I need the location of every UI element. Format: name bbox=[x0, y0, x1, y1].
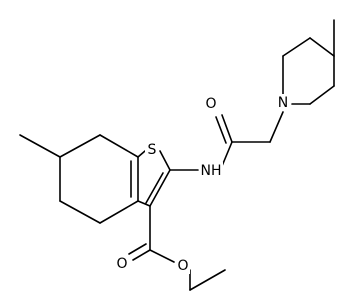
bond-c3p-c4p bbox=[309, 37, 335, 57]
bond-c5p-c6p bbox=[309, 85, 335, 105]
thiophene-ring-bonds bbox=[130, 150, 171, 207]
bond-s-c2 bbox=[159, 150, 171, 171]
bond-c5-c4 bbox=[59, 200, 101, 224]
cyclohexene-ring-bonds bbox=[19, 134, 139, 224]
bond-ester-c-o-double-2 bbox=[128, 243, 147, 255]
bond-c6-c7 bbox=[59, 134, 101, 158]
atom-label-sulfur: S bbox=[148, 142, 157, 158]
bond-c7-c7a bbox=[99, 134, 139, 158]
atom-label-piperidine-nitrogen: N bbox=[278, 95, 288, 111]
bond-carbonyl-o-double bbox=[215, 116, 227, 144]
bond-c2-c3 bbox=[149, 169, 171, 207]
bond-c4-c3a bbox=[99, 200, 139, 224]
bond-ethyl-ch2-ch3 bbox=[189, 269, 226, 291]
bond-c3-c3a bbox=[137, 200, 151, 207]
bond-carbonyl-o bbox=[221, 114, 233, 143]
bond-ch2-n bbox=[269, 111, 284, 143]
bond-c6-methyl bbox=[19, 134, 61, 158]
bond-ester-c-o-double bbox=[132, 249, 151, 261]
atom-label-amide-oxygen: O bbox=[205, 96, 216, 112]
amide-chain-bonds bbox=[169, 111, 284, 171]
bond-c2-c3-double bbox=[145, 172, 164, 204]
bond-ester-c-o-ether bbox=[149, 249, 175, 263]
atom-labels: S NH O N O O bbox=[115, 94, 290, 274]
bond-c2p-c3p bbox=[282, 37, 311, 57]
ester-group-bonds bbox=[128, 205, 226, 291]
atom-label-amide-nh: NH bbox=[201, 163, 222, 179]
atom-label-ester-ether-oxygen: O bbox=[177, 258, 188, 274]
bond-c7a-s bbox=[137, 150, 146, 158]
piperidine-ring-bonds bbox=[282, 19, 335, 105]
bond-nh-carbonyl bbox=[221, 141, 233, 167]
atom-label-ester-carbonyl-oxygen: O bbox=[116, 256, 127, 272]
